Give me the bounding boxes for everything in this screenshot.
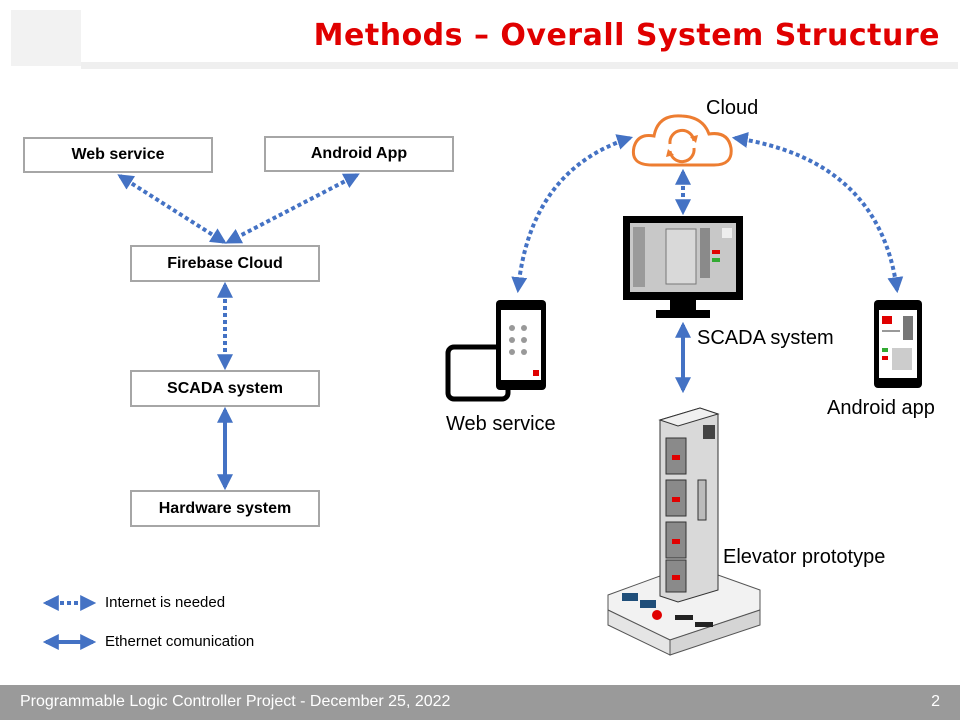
android-app-box: Android App xyxy=(264,136,454,172)
web-service-box-label: Web service xyxy=(71,146,165,163)
hardware-system-box: Hardware system xyxy=(130,490,320,527)
legend-solid-label: Ethernet comunication xyxy=(105,633,255,650)
web-service-box: Web service xyxy=(23,137,213,173)
slide-title: Methods – Overall System Structure xyxy=(313,18,940,53)
firebase-cloud-box: Firebase Cloud xyxy=(130,245,320,282)
page-number: 2 xyxy=(931,693,940,710)
header-underline xyxy=(81,62,958,69)
hardware-system-box-label: Hardware system xyxy=(158,499,292,517)
scada-system-box: SCADA system xyxy=(130,370,320,407)
elevator-label: Elevator prototype xyxy=(723,546,886,568)
legend-dotted-label: Internet is needed xyxy=(105,594,226,611)
header-accent-block xyxy=(11,10,81,66)
web-device-icon xyxy=(445,300,546,402)
web-service-label: Web service xyxy=(446,413,556,435)
link-cloud-web xyxy=(511,134,634,294)
link-cloud-android xyxy=(731,132,904,294)
android-app-label: Android app xyxy=(827,397,935,419)
link-android-firebase xyxy=(225,173,360,244)
footer-bar: Programmable Logic Controller Project - … xyxy=(0,685,960,720)
scada-system-box-label: SCADA system xyxy=(167,379,283,397)
firebase-cloud-box-label: Firebase Cloud xyxy=(167,254,283,272)
footer-text: Programmable Logic Controller Project - … xyxy=(20,693,451,710)
elevator-prototype-icon xyxy=(607,407,761,656)
monitor-icon xyxy=(623,216,743,318)
link-web-firebase xyxy=(117,174,227,244)
android-phone-icon xyxy=(874,300,922,388)
cloud-label: Cloud xyxy=(706,97,759,119)
cloud-icon xyxy=(631,114,733,167)
scada-label: SCADA system xyxy=(697,327,834,349)
android-app-box-label: Android App xyxy=(310,145,408,162)
